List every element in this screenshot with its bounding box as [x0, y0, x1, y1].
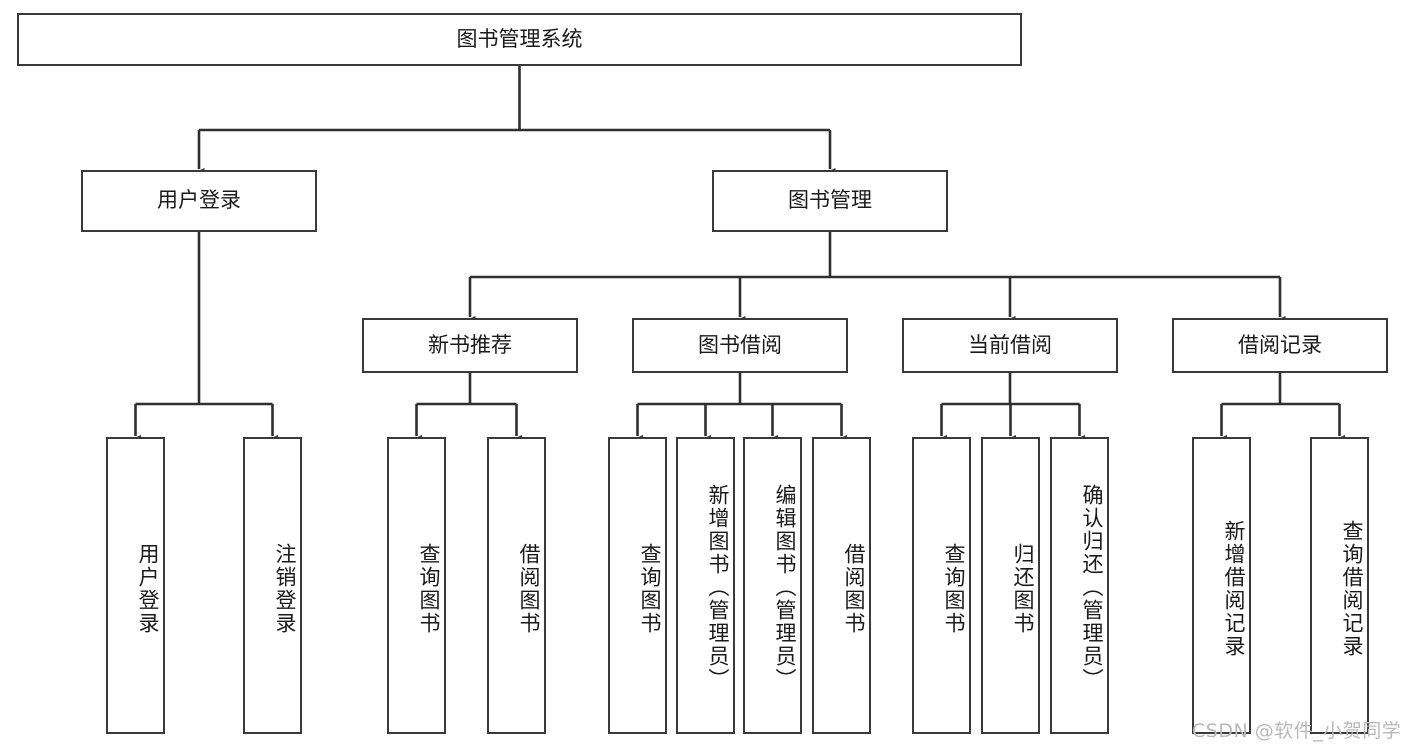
node-leaf-return-book[interactable]: 归还图书 — [981, 437, 1040, 734]
node-leaf-user-login[interactable]: 用户登录 — [106, 437, 165, 734]
node-root[interactable]: 图书管理系统 — [17, 13, 1022, 66]
node-label: 注销登录 — [273, 542, 297, 635]
node-label: 图书管理 — [788, 188, 872, 213]
node-label: 查询图书 — [638, 542, 662, 635]
csdn-watermark: CSDN @软件_小贺同学 — [1192, 720, 1402, 742]
node-label: 归还图书 — [1011, 542, 1035, 635]
node-leaf-borrow-book-rec[interactable]: 借阅图书 — [487, 437, 546, 734]
node-label: 当前借阅 — [968, 332, 1052, 357]
node-label: 查询图书 — [417, 542, 441, 635]
node-label: 图书管理系统 — [456, 26, 583, 51]
node-label: 用户登录 — [136, 542, 160, 635]
node-book-management[interactable]: 图书管理 — [712, 170, 948, 232]
node-leaf-query-book-borrow[interactable]: 查询图书 — [608, 437, 667, 734]
node-label: 确认归还（管理员） — [1080, 484, 1104, 691]
node-label: 编辑图书（管理员） — [773, 484, 797, 691]
node-leaf-query-book-rec[interactable]: 查询图书 — [387, 437, 446, 734]
node-borrow-records[interactable]: 借阅记录 — [1172, 318, 1388, 373]
node-label: 图书借阅 — [698, 332, 782, 357]
node-leaf-logout[interactable]: 注销登录 — [243, 437, 302, 734]
node-leaf-query-borrow-record[interactable]: 查询借阅记录 — [1310, 437, 1369, 734]
node-label: 借阅图书 — [517, 542, 541, 635]
node-label: 新增图书（管理员） — [706, 484, 730, 691]
node-label: 用户登录 — [157, 188, 241, 213]
node-new-book-recommend[interactable]: 新书推荐 — [362, 318, 578, 373]
node-user-login[interactable]: 用户登录 — [81, 170, 317, 232]
node-label: 新书推荐 — [428, 332, 512, 357]
node-leaf-add-book-admin[interactable]: 新增图书（管理员） — [676, 437, 735, 734]
node-label: 新增借阅记录 — [1222, 519, 1246, 658]
node-label: 查询借阅记录 — [1340, 519, 1364, 658]
node-leaf-borrow-book[interactable]: 借阅图书 — [812, 437, 871, 734]
node-leaf-confirm-return-admin[interactable]: 确认归还（管理员） — [1050, 437, 1109, 734]
node-label: 查询图书 — [942, 542, 966, 635]
node-leaf-query-book-current[interactable]: 查询图书 — [912, 437, 971, 734]
node-leaf-add-borrow-record[interactable]: 新增借阅记录 — [1192, 437, 1251, 734]
node-current-borrow[interactable]: 当前借阅 — [902, 318, 1118, 373]
node-label: 借阅记录 — [1238, 332, 1322, 357]
node-label: 借阅图书 — [842, 542, 866, 635]
node-leaf-edit-book-admin[interactable]: 编辑图书（管理员） — [743, 437, 802, 734]
node-book-borrow[interactable]: 图书借阅 — [632, 318, 848, 373]
